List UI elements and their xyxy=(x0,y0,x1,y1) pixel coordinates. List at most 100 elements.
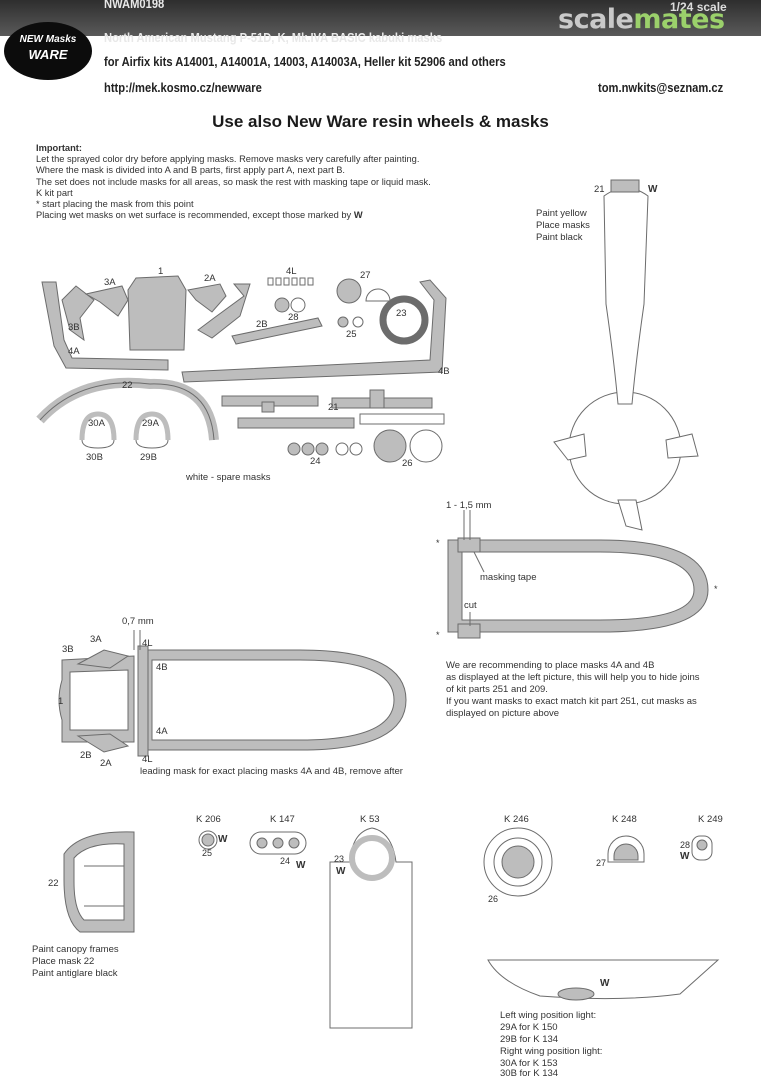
label-1: 1 xyxy=(158,266,164,277)
k246-mask xyxy=(501,845,535,879)
lead-label-4b: 4B xyxy=(156,662,168,673)
wing-light-line: Right wing position light: xyxy=(500,1046,603,1057)
propeller-blade-left xyxy=(553,433,587,461)
label-2a: 2A xyxy=(204,273,216,284)
k249-mask xyxy=(696,839,708,851)
mask-27-spare-shape xyxy=(365,288,391,302)
label-2b: 2B xyxy=(256,319,268,330)
lead-label-3b: 3B xyxy=(62,644,74,655)
propeller-diagram xyxy=(553,179,699,531)
k206-mask-number: 25 xyxy=(202,848,213,858)
kit-part-k206: K 206 xyxy=(196,814,221,825)
k147-mask-number: 24 xyxy=(280,856,291,866)
masking-tape-top xyxy=(457,537,481,553)
label-23: 23 xyxy=(396,308,407,319)
propeller-blade-right xyxy=(665,433,699,459)
scalemates-watermark: scalemates xyxy=(558,4,725,35)
mask-24-shape xyxy=(287,442,301,456)
mask-2a-shape xyxy=(187,283,227,313)
kit-parts-diagram xyxy=(198,827,713,1029)
mask-28-spare-shape xyxy=(290,297,306,313)
k249-mask-number: 28 xyxy=(680,840,691,850)
wing-light-mask xyxy=(557,987,595,1001)
frames-part-label: 22 xyxy=(48,878,59,889)
leading-mask-strip xyxy=(137,645,149,757)
propeller-step: Paint yellow xyxy=(536,208,587,219)
kit-part-k53: K 53 xyxy=(360,814,380,825)
mask-29b-shape xyxy=(135,439,169,449)
wing-tip-shape xyxy=(487,959,720,1000)
k249-w-mark: W xyxy=(680,851,690,862)
canopy-note-line: We are recommending to place masks 4A an… xyxy=(446,660,655,671)
label-3a: 3A xyxy=(104,277,116,288)
tape-dimension: 1 - 1,5 mm xyxy=(446,500,492,511)
mask-4l-shape xyxy=(267,277,274,286)
k53-w-mark: W xyxy=(336,866,346,877)
lead-caption: leading mask for exact placing masks 4A … xyxy=(140,766,403,777)
notes-line: * start placing the mask from this point xyxy=(36,199,194,210)
product-code: NWAM0198 xyxy=(104,0,165,11)
label-27: 27 xyxy=(360,270,371,281)
lead-dimension: 0,7 mm xyxy=(122,616,154,627)
propeller-w-mark: W xyxy=(648,184,658,195)
label-30a: 30A xyxy=(88,418,105,429)
label-4a: 4A xyxy=(68,346,80,357)
k248-mask xyxy=(613,843,639,861)
notes-title: Important: xyxy=(36,143,82,153)
canopy-tape-diagram xyxy=(447,510,709,639)
canopy-note-line: as displayed at the left picture, this w… xyxy=(446,672,700,683)
new-ware-logo: NEW Masks WARE xyxy=(4,22,92,80)
k206-mask xyxy=(201,833,215,847)
canopy-leading-diagram xyxy=(58,630,407,757)
propeller-tip-mask xyxy=(610,179,640,193)
wing-light-line: 29A for K 150 xyxy=(500,1022,558,1033)
mask-4l-shape xyxy=(283,277,290,286)
notes-line: Let the sprayed color dry before applyin… xyxy=(36,154,420,165)
lead-label-2b: 2B xyxy=(80,750,92,761)
important-notes: Important: Let the sprayed color dry bef… xyxy=(36,143,431,221)
mask-27-shape xyxy=(336,278,362,304)
canopy-note-line: of kit parts 251 and 209. xyxy=(446,684,548,695)
lead-label-2a: 2A xyxy=(100,758,112,769)
instruction-header: NWAM0198 1/24 scale scalemates NEW Masks… xyxy=(0,0,761,102)
lead-label-4l: 4L xyxy=(142,754,153,765)
wing-light-w-mark: W xyxy=(600,978,610,989)
mask-4a-shape xyxy=(41,281,169,371)
website-url: http://mek.kosmo.cz/newware xyxy=(104,80,262,95)
label-29b: 29B xyxy=(140,452,157,463)
mask-23-shape xyxy=(379,295,429,345)
mask-29a-shape xyxy=(133,411,171,441)
mask-4l-shape xyxy=(307,277,314,286)
label-22: 22 xyxy=(122,380,133,391)
mask-25-shape xyxy=(337,316,349,328)
propeller-step: Paint black xyxy=(536,232,583,243)
product-title-line2: for Airfix kits A14001, A14001A, 14003, … xyxy=(104,54,506,69)
start-point-star: * xyxy=(436,538,440,548)
lead-label-1: 1 xyxy=(58,696,64,707)
mask-4b-shape xyxy=(181,279,447,383)
wing-light-line: 30B for K 134 xyxy=(500,1068,559,1079)
notes-line: The set does not include masks for all a… xyxy=(36,176,431,187)
mask-sheet xyxy=(36,275,447,463)
lead-label-4a: 4A xyxy=(156,726,168,737)
spare-masks-caption: white - spare masks xyxy=(186,472,271,483)
mask-26-shape xyxy=(373,429,407,463)
wing-light-line: Left wing position light: xyxy=(500,1010,597,1021)
label-29a: 29A xyxy=(142,418,159,429)
mask-2a-on-canopy xyxy=(76,733,130,753)
mask-1-shape xyxy=(127,275,187,351)
canopy-note-line: If you want masks to exact match kit par… xyxy=(446,696,697,707)
k147-w-mark: W xyxy=(296,860,306,871)
frames-step: Paint canopy frames xyxy=(32,944,119,955)
mask-21-spare-shape xyxy=(237,417,355,429)
wing-light-line: 29B for K 134 xyxy=(500,1034,559,1045)
header-band xyxy=(0,0,761,36)
label-25: 25 xyxy=(346,329,357,340)
frames-step: Place mask 22 xyxy=(32,956,95,967)
mask-28-shape xyxy=(274,297,290,313)
start-point-star: * xyxy=(714,584,718,594)
lead-label-3a: 3A xyxy=(90,634,102,645)
kit-part-k249: K 249 xyxy=(698,814,723,825)
label-4b: 4B xyxy=(438,366,450,377)
mask-2b-shape xyxy=(197,283,251,339)
